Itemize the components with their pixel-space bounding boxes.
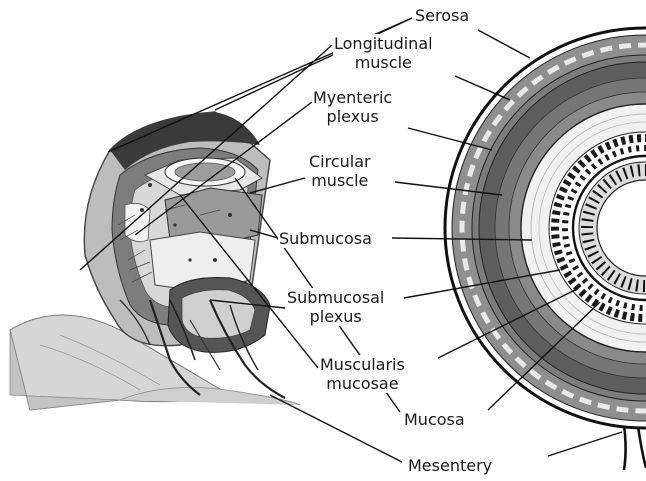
label-circular-muscle: Circular muscle xyxy=(308,152,372,190)
label-muscularis-mucosae: Muscularis mucosae xyxy=(319,355,406,393)
label-mucosa: Mucosa xyxy=(403,410,466,429)
label-mesentery: Mesentery xyxy=(407,456,493,475)
cutaway-tube-illustration xyxy=(10,112,300,410)
label-submucosal-plexus: Submucosal plexus xyxy=(286,288,385,326)
label-serosa: Serosa xyxy=(414,6,470,25)
label-myenteric-plexus: Myenteric plexus xyxy=(312,88,393,126)
label-submucosa: Submucosa xyxy=(278,229,373,248)
cross-section-illustration xyxy=(445,28,646,470)
label-longitudinal-muscle: Longitudinal muscle xyxy=(333,34,434,72)
